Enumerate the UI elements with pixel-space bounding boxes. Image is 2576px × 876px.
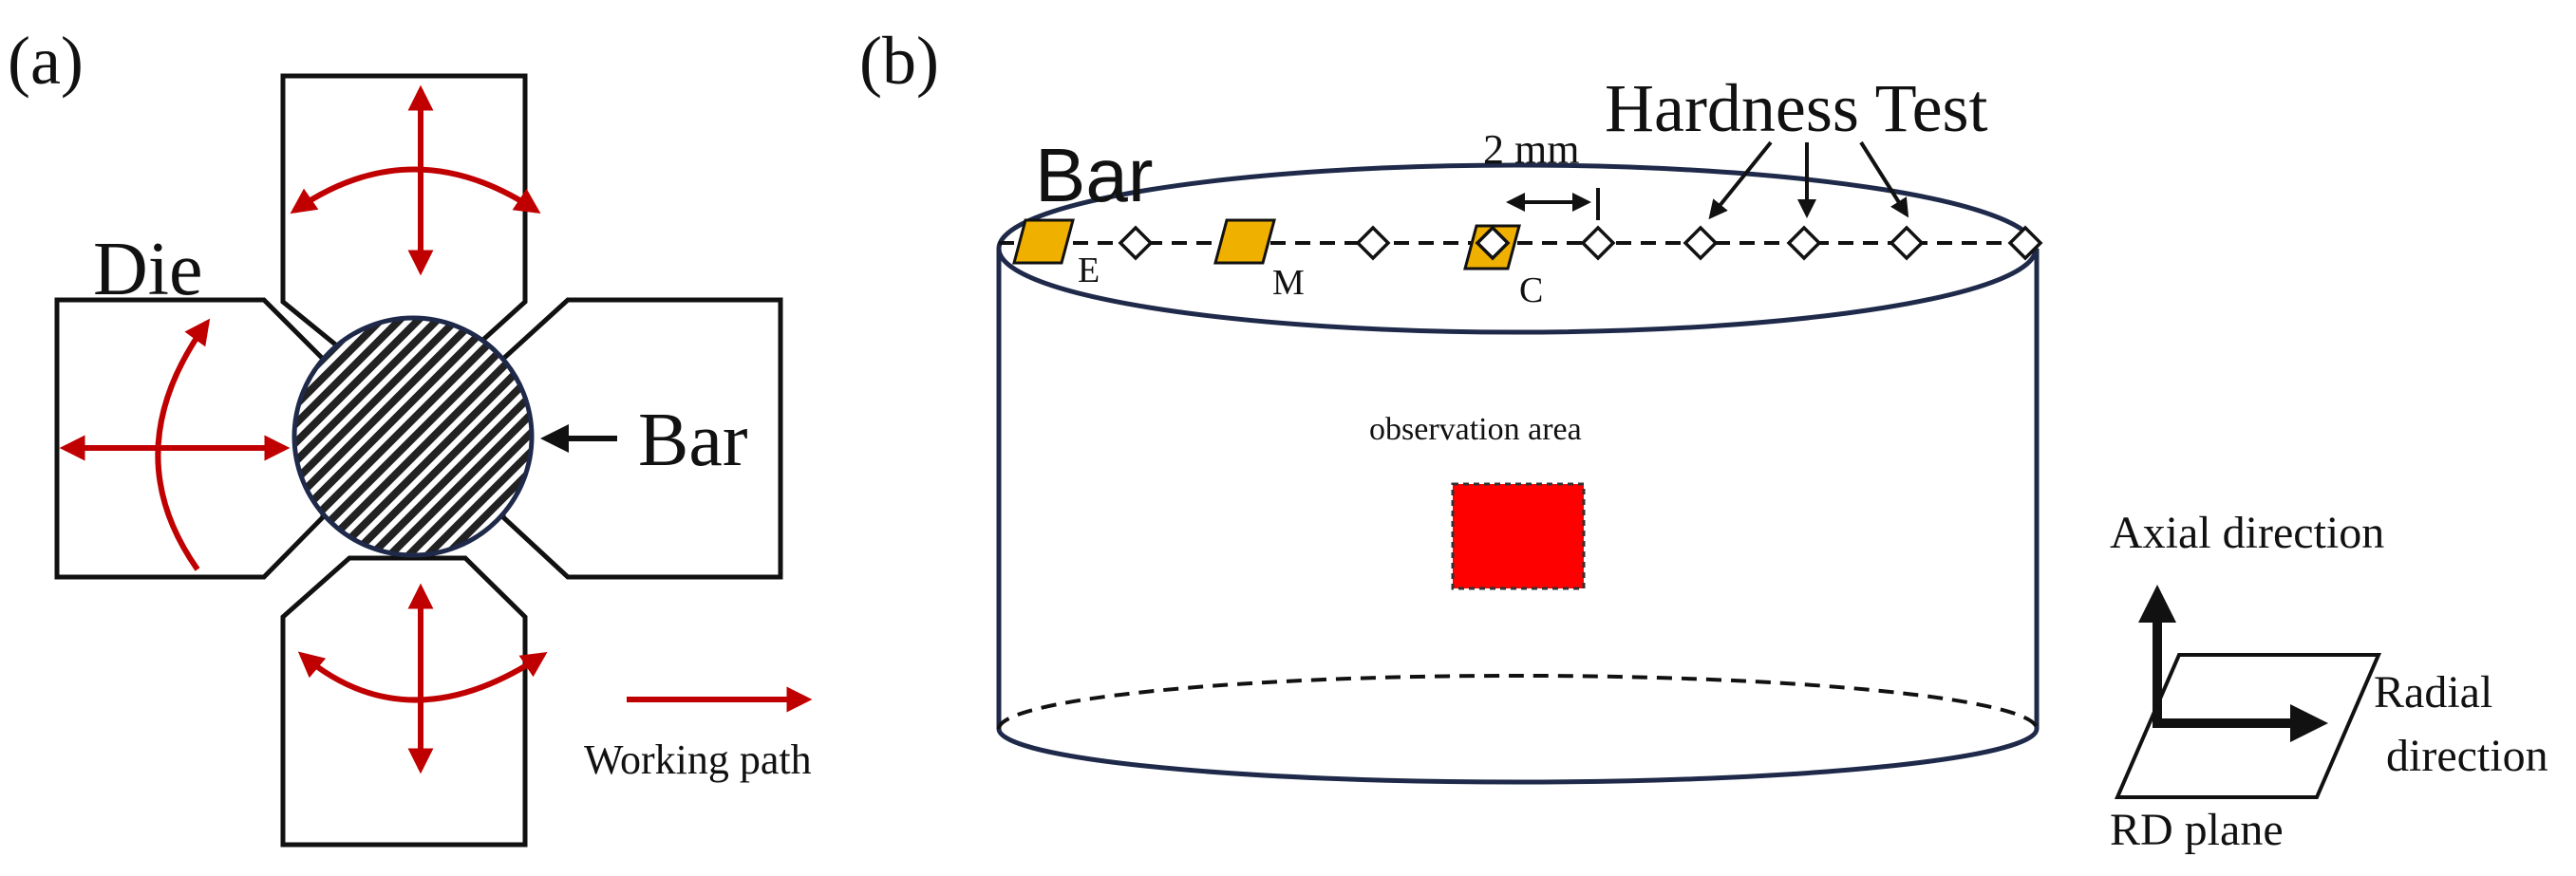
panel-b: (b) E M C (859, 23, 2548, 855)
hardness-indent (1355, 225, 1391, 261)
hardness-test-label: Hardness Test (1605, 70, 1988, 146)
cylinder (996, 162, 2040, 785)
cylinder-top-face (996, 162, 2039, 335)
panel-a: (a) Die Bar Working path (8, 23, 813, 848)
left-rotation-arrow (155, 318, 211, 571)
bar-cross-section (291, 315, 535, 558)
bar-label: Bar (638, 399, 748, 482)
sample-m (1213, 218, 1276, 265)
top-rotation-arrow (290, 166, 541, 214)
die-left (54, 297, 326, 580)
hardness-pointer-3 (1859, 140, 1909, 218)
hardness-indent (1580, 225, 1616, 261)
rd-plane-label: RD plane (2110, 805, 2284, 855)
sample-label-c: C (1519, 270, 1543, 310)
hardness-pointer-1 (1708, 140, 1773, 220)
hardness-pointers (1708, 140, 1909, 220)
axial-direction-label: Axial direction (2110, 508, 2384, 558)
bar-label-b: Bar (1035, 133, 1154, 217)
sample-label-e: E (1078, 251, 1100, 290)
hardness-indent (1889, 225, 1925, 261)
hardness-indent (1118, 225, 1154, 261)
spacing-label: 2 mm (1483, 126, 1579, 173)
observation-area (1451, 482, 1586, 590)
sample-label-m: M (1272, 263, 1305, 303)
hardness-indent (2007, 225, 2043, 261)
hardness-indent (1683, 225, 1719, 261)
panel-a-label: (a) (8, 23, 84, 99)
radial-direction-label-1: Radial (2374, 667, 2492, 718)
sample-e (1012, 218, 1075, 265)
cylinder-bottom-back (997, 673, 2039, 730)
observation-label: observation area (1369, 412, 1582, 447)
radial-direction-label-2: direction (2386, 731, 2548, 781)
legend-label: Working path (584, 736, 812, 783)
panel-b-label: (b) (859, 23, 939, 99)
hardness-indent (1475, 225, 1511, 261)
die-label: Die (93, 228, 203, 311)
hardness-indent (1786, 225, 1822, 261)
bottom-rotation-arrow (297, 651, 548, 703)
dies (54, 73, 783, 848)
working-path-arrows (59, 84, 548, 774)
cylinder-bottom-front (996, 728, 2040, 785)
direction-axes: Axial direction Radial direction RD plan… (2110, 508, 2548, 855)
hardness-indents (1118, 225, 2043, 261)
die-top (280, 73, 528, 359)
